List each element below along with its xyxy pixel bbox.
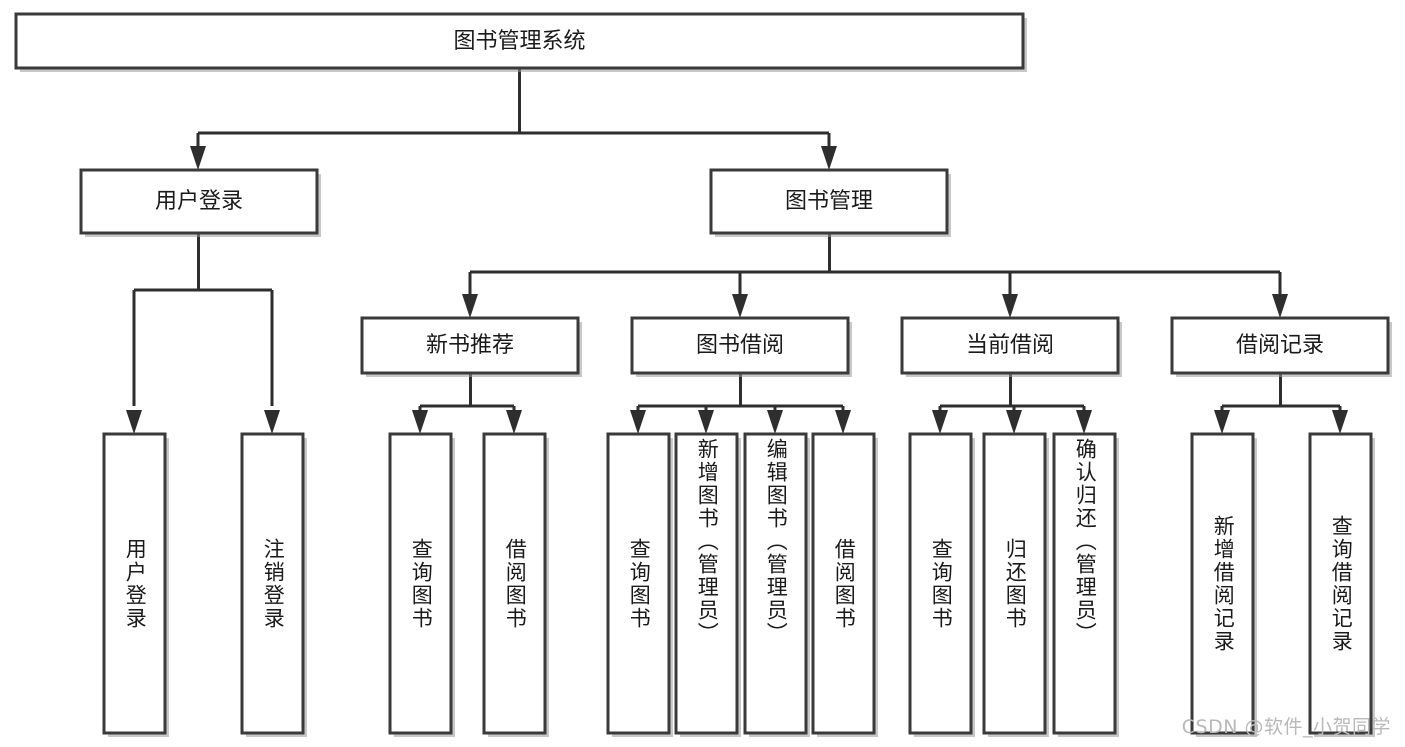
node-leaf-borrow-book-1-rect[interactable] bbox=[482, 432, 547, 735]
arrowhead-book-borrow bbox=[732, 294, 748, 318]
node-user-login-rect[interactable] bbox=[79, 168, 319, 235]
node-leaf-query-book-2[interactable] bbox=[606, 432, 673, 737]
node-leaf-borrow-book-2[interactable] bbox=[811, 432, 878, 737]
node-leaf-user-login-rect[interactable] bbox=[102, 432, 167, 735]
node-leaf-query-book-1-rect[interactable] bbox=[388, 432, 453, 735]
node-book-management-rect[interactable] bbox=[709, 168, 949, 235]
arrowhead-user-login bbox=[190, 146, 206, 170]
node-leaf-add-book[interactable] bbox=[674, 432, 741, 737]
node-leaf-logout-rect[interactable] bbox=[240, 432, 305, 735]
node-book-borrow-label: 图书借阅 bbox=[696, 333, 784, 358]
node-book-borrow-rect[interactable] bbox=[630, 316, 850, 375]
node-leaf-add-record[interactable] bbox=[1190, 432, 1257, 737]
node-current-borrow-label: 当前借阅 bbox=[966, 333, 1054, 358]
node-leaf-query-book-3-rect[interactable] bbox=[908, 432, 973, 735]
arrowhead-layer bbox=[126, 146, 1348, 434]
node-new-book-recommend-label: 新书推荐 bbox=[426, 333, 514, 358]
node-leaf-logout[interactable] bbox=[240, 432, 307, 737]
arrowhead-new-book-recommend bbox=[462, 294, 478, 318]
node-leaf-query-book-3[interactable] bbox=[908, 432, 975, 737]
node-leaf-query-record-rect[interactable] bbox=[1308, 432, 1373, 735]
node-new-book-recommend[interactable]: 新书推荐 bbox=[360, 316, 582, 377]
node-current-borrow[interactable]: 当前借阅 bbox=[900, 316, 1122, 377]
arrowhead-current-borrow bbox=[1002, 294, 1018, 318]
node-leaf-return-book[interactable] bbox=[982, 432, 1049, 737]
node-root-rect[interactable] bbox=[14, 12, 1025, 70]
node-leaf-confirm-return-rect[interactable] bbox=[1052, 432, 1117, 735]
node-leaf-add-book-rect[interactable] bbox=[674, 432, 739, 735]
node-leaf-return-book-rect[interactable] bbox=[982, 432, 1047, 735]
node-leaf-confirm-return[interactable] bbox=[1052, 432, 1119, 737]
node-leaf-borrow-book-2-rect[interactable] bbox=[811, 432, 876, 735]
arrowhead-leaf-query-record bbox=[1332, 410, 1348, 434]
node-new-book-recommend-rect[interactable] bbox=[360, 316, 580, 375]
arrowhead-borrow-records bbox=[1272, 294, 1288, 318]
node-root[interactable]: 图书管理系统 bbox=[14, 12, 1027, 72]
node-leaf-edit-book[interactable] bbox=[743, 432, 810, 737]
arrowhead-leaf-query-book-1 bbox=[412, 410, 428, 434]
node-leaf-edit-book-rect[interactable] bbox=[743, 432, 808, 735]
arrowhead-leaf-borrow-book-1 bbox=[506, 410, 522, 434]
arrowhead-leaf-confirm-return bbox=[1076, 410, 1092, 434]
node-user-login-label: 用户登录 bbox=[155, 189, 243, 214]
node-leaf-query-book-2-rect[interactable] bbox=[606, 432, 671, 735]
csdn-watermark: CSDN @软件_小贺同学 bbox=[1181, 716, 1391, 738]
arrowhead-leaf-return-book bbox=[1006, 410, 1022, 434]
arrowhead-leaf-user-login bbox=[126, 410, 142, 434]
arrowhead-leaf-logout bbox=[264, 410, 280, 434]
node-leaf-add-record-rect[interactable] bbox=[1190, 432, 1255, 735]
node-leaf-query-book-1[interactable] bbox=[388, 432, 455, 737]
arrowhead-leaf-borrow-book-2 bbox=[835, 410, 851, 434]
leaf-node-layer bbox=[102, 432, 1375, 737]
arrowhead-leaf-query-book-2 bbox=[630, 410, 646, 434]
arrowhead-leaf-add-record bbox=[1214, 410, 1230, 434]
node-book-borrow[interactable]: 图书借阅 bbox=[630, 316, 852, 377]
arrowhead-book-management bbox=[821, 146, 837, 170]
node-borrow-records-label: 借阅记录 bbox=[1236, 333, 1324, 358]
arrowhead-leaf-add-book bbox=[698, 410, 714, 434]
arrowhead-leaf-edit-book bbox=[767, 410, 783, 434]
arrowhead-leaf-query-book-3 bbox=[932, 410, 948, 434]
node-user-login[interactable]: 用户登录 bbox=[79, 168, 321, 237]
node-leaf-borrow-book-1[interactable] bbox=[482, 432, 549, 737]
node-book-management[interactable]: 图书管理 bbox=[709, 168, 951, 237]
node-borrow-records-rect[interactable] bbox=[1170, 316, 1390, 375]
node-borrow-records[interactable]: 借阅记录 bbox=[1170, 316, 1392, 377]
node-book-management-label: 图书管理 bbox=[785, 189, 873, 214]
node-leaf-user-login[interactable] bbox=[102, 432, 169, 737]
node-root-label: 图书管理系统 bbox=[453, 29, 585, 54]
node-leaf-query-record[interactable] bbox=[1308, 432, 1375, 737]
node-current-borrow-rect[interactable] bbox=[900, 316, 1120, 375]
